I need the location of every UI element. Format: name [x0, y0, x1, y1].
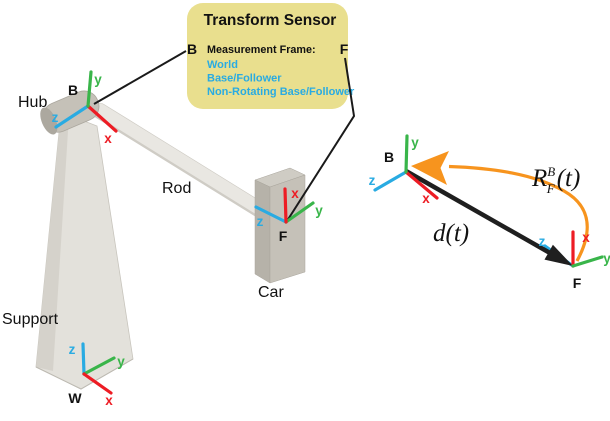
rod-surface — [93, 103, 275, 221]
rod-label: Rod — [162, 180, 191, 197]
car-frame-label: F — [279, 228, 288, 244]
vd-base-x-axis — [404, 170, 439, 200]
vd-base-y-axis-label: y — [411, 135, 419, 150]
world-frame-label: W — [68, 390, 82, 406]
follower-port-label: F — [340, 41, 349, 57]
hub-frame-label: B — [68, 82, 78, 98]
option-world: World — [207, 59, 238, 71]
vd-follower-y-axis-label: y — [603, 251, 610, 266]
translation-arrow-head — [544, 244, 573, 266]
vd-follower-frame-label: F — [573, 275, 582, 291]
vd-base-z-axis-label: z — [369, 173, 376, 188]
support-base-edge — [35, 358, 134, 390]
hub-body — [40, 90, 100, 135]
rotation-symbol: R — [531, 165, 547, 192]
car-frame-y-axis — [284, 201, 315, 224]
hub-z-axis-label: z — [52, 110, 59, 125]
car-label: Car — [258, 284, 284, 301]
base-port-connector — [93, 50, 187, 105]
rotation-arrow-head — [411, 151, 449, 185]
vd-follower-x-axis-label: x — [582, 230, 590, 245]
option-base-follower: Base/Follower — [207, 73, 282, 85]
world-frame-x-axis — [82, 372, 113, 395]
hub-x-axis-label: x — [104, 131, 112, 146]
rotation-superscript: B — [547, 164, 555, 179]
rotation-argument: (t) — [557, 165, 581, 192]
hub-frame-z-axis — [54, 104, 90, 129]
car-x-axis-label: x — [291, 186, 299, 201]
hub-label: Hub — [18, 94, 47, 111]
car-left-face — [254, 179, 271, 284]
world-frame-z-axis — [81, 342, 86, 376]
hub-frame-x-axis — [86, 104, 118, 133]
follower-port-connector — [286, 57, 356, 222]
rod-body — [92, 103, 276, 223]
car-z-axis-label: z — [257, 214, 264, 229]
world-x-axis-label: x — [105, 393, 113, 408]
hub-cap — [40, 107, 58, 135]
base-port-label: B — [187, 41, 197, 57]
support-body — [35, 111, 134, 390]
measurement-frame-label: Measurement Frame: — [207, 44, 316, 56]
vd-follower-y-axis — [571, 255, 604, 268]
vd-base-z-axis — [373, 170, 408, 192]
world-z-axis-label: z — [69, 342, 76, 357]
car-front-face — [269, 174, 306, 284]
vd-follower-z-axis-label: z — [539, 234, 546, 249]
hub-y-axis-label: y — [94, 72, 102, 87]
vd-base-frame-label: B — [384, 149, 394, 165]
sensor-panel: Transform Sensor Measurement Frame: Worl… — [187, 3, 355, 109]
support-side-face — [36, 112, 69, 371]
vd-base-x-axis-label: x — [422, 191, 430, 206]
sensor-panel-title: Transform Sensor — [204, 12, 337, 29]
world-frame-y-axis — [82, 356, 116, 376]
translation-label: d(t) — [433, 220, 469, 247]
machine-frame-axes — [54, 70, 315, 395]
option-non-rotating: Non-Rotating Base/Follower — [207, 86, 355, 98]
rotation-subscript: F — [546, 181, 556, 196]
hub-frame-y-axis — [86, 70, 93, 108]
car-y-axis-label: y — [315, 203, 323, 218]
rotation-arrow-arc — [448, 164, 589, 262]
support-label: Support — [2, 311, 59, 328]
translation-arrow-shaft — [404, 169, 552, 255]
port-connectors — [93, 50, 356, 222]
sensor-panel-background — [187, 3, 348, 109]
world-y-axis-label: y — [117, 354, 125, 369]
car-frame-z-axis — [254, 205, 288, 224]
vd-base-y-axis — [404, 134, 409, 174]
car-frame-x-axis — [283, 187, 288, 224]
car-body — [254, 167, 306, 284]
